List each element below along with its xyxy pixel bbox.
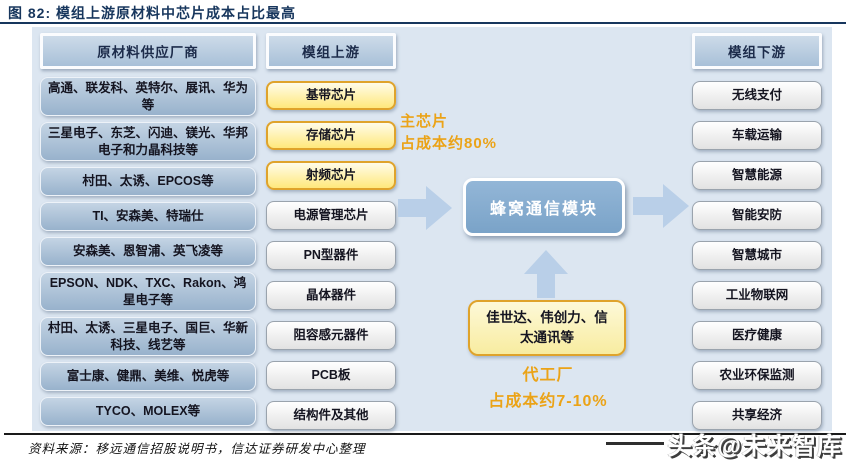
downstream-column: 模组下游 无线支付 车载运输 智慧能源 智能安防 智慧城市 工业物联网 医疗健康… xyxy=(692,33,822,430)
downstream-item: 智能安防 xyxy=(692,201,822,230)
upstream-column: 模组上游 基带芯片 存储芯片 射频芯片 电源管理芯片 PN型器件 晶体器件 阻容… xyxy=(266,33,396,430)
main-chip-cost-note: 主芯片 占成本约80% xyxy=(400,111,497,155)
suppliers-column: 原材料供应厂商 高通、联发科、英特尔、展讯、华为等 三星电子、东芝、闪迪、镁光、… xyxy=(40,33,256,426)
upstream-item: PN型器件 xyxy=(266,241,396,270)
source-note: 资料来源：移远通信招股说明书，信达证券研发中心整理 xyxy=(28,442,366,456)
upstream-item: 结构件及其他 xyxy=(266,401,396,430)
foundry-cost-note: 代工厂 占成本约7-10% xyxy=(462,363,634,414)
cellular-module-box: 蜂窝通信模块 xyxy=(463,178,625,236)
upstream-item-highlight: 存储芯片 xyxy=(266,121,396,150)
supplier-item: 村田、太诱、EPCOS等 xyxy=(40,167,256,196)
foundry-cost-note-line2: 占成本约7-10% xyxy=(488,392,608,410)
downstream-item: 车载运输 xyxy=(692,121,822,150)
suppliers-list: 高通、联发科、英特尔、展讯、华为等 三星电子、东芝、闪迪、镁光、华邦电子和力晶科… xyxy=(40,77,256,426)
diagram-canvas: 原材料供应厂商 高通、联发科、英特尔、展讯、华为等 三星电子、东芝、闪迪、镁光、… xyxy=(32,27,832,431)
watermark-dash xyxy=(605,442,664,445)
supplier-item: 高通、联发科、英特尔、展讯、华为等 xyxy=(40,77,256,116)
supplier-item: TI、安森美、特瑞仕 xyxy=(40,202,256,231)
upstream-header: 模组上游 xyxy=(266,33,396,69)
upstream-item-highlight: 射频芯片 xyxy=(266,161,396,190)
downstream-item: 智慧城市 xyxy=(692,241,822,270)
watermark-text: 头条@未来智库 xyxy=(667,433,842,460)
title-underline xyxy=(0,22,846,24)
upstream-list: 基带芯片 存储芯片 射频芯片 电源管理芯片 PN型器件 晶体器件 阻容感元器件 … xyxy=(266,81,396,430)
supplier-item: 安森美、恩智浦、英飞凌等 xyxy=(40,237,256,266)
upstream-item: 阻容感元器件 xyxy=(266,321,396,350)
supplier-item: 村田、太诱、三星电子、国巨、华新科技、线艺等 xyxy=(40,317,256,356)
upstream-item: 电源管理芯片 xyxy=(266,201,396,230)
downstream-item: 无线支付 xyxy=(692,81,822,110)
watermark: 头条@未来智库 xyxy=(605,426,842,461)
foundry-cost-note-line1: 代工厂 xyxy=(522,367,574,384)
supplier-item: 富士康、健鼎、美维、悦虎等 xyxy=(40,362,256,391)
upstream-item: PCB板 xyxy=(266,361,396,390)
main-chip-cost-note-line1: 主芯片 xyxy=(400,113,449,130)
supplier-item: EPSON、NDK、TXC、Rakon、鸿星电子等 xyxy=(40,272,256,311)
downstream-item: 智慧能源 xyxy=(692,161,822,190)
supplier-item: 三星电子、东芝、闪迪、镁光、华邦电子和力晶科技等 xyxy=(40,122,256,161)
footer-divider xyxy=(4,433,846,435)
downstream-item: 工业物联网 xyxy=(692,281,822,310)
downstream-item: 农业环保监测 xyxy=(692,361,822,390)
foundry-suppliers-box: 佳世达、伟创力、信太通讯等 xyxy=(468,300,626,356)
downstream-item: 医疗健康 xyxy=(692,321,822,350)
suppliers-header: 原材料供应厂商 xyxy=(40,33,256,69)
arrow-right-icon xyxy=(398,186,452,230)
upstream-item: 晶体器件 xyxy=(266,281,396,310)
downstream-header: 模组下游 xyxy=(692,33,822,69)
arrow-right-icon xyxy=(633,184,689,228)
arrow-up-icon xyxy=(524,250,568,298)
figure-title: 图 82: 模组上游原材料中芯片成本占比最高 xyxy=(8,5,297,21)
downstream-item: 共享经济 xyxy=(692,401,822,430)
main-chip-cost-note-line2: 占成本约80% xyxy=(400,134,498,152)
downstream-list: 无线支付 车载运输 智慧能源 智能安防 智慧城市 工业物联网 医疗健康 农业环保… xyxy=(692,81,822,430)
upstream-item-highlight: 基带芯片 xyxy=(266,81,396,110)
supplier-item: TYCO、MOLEX等 xyxy=(40,397,256,426)
